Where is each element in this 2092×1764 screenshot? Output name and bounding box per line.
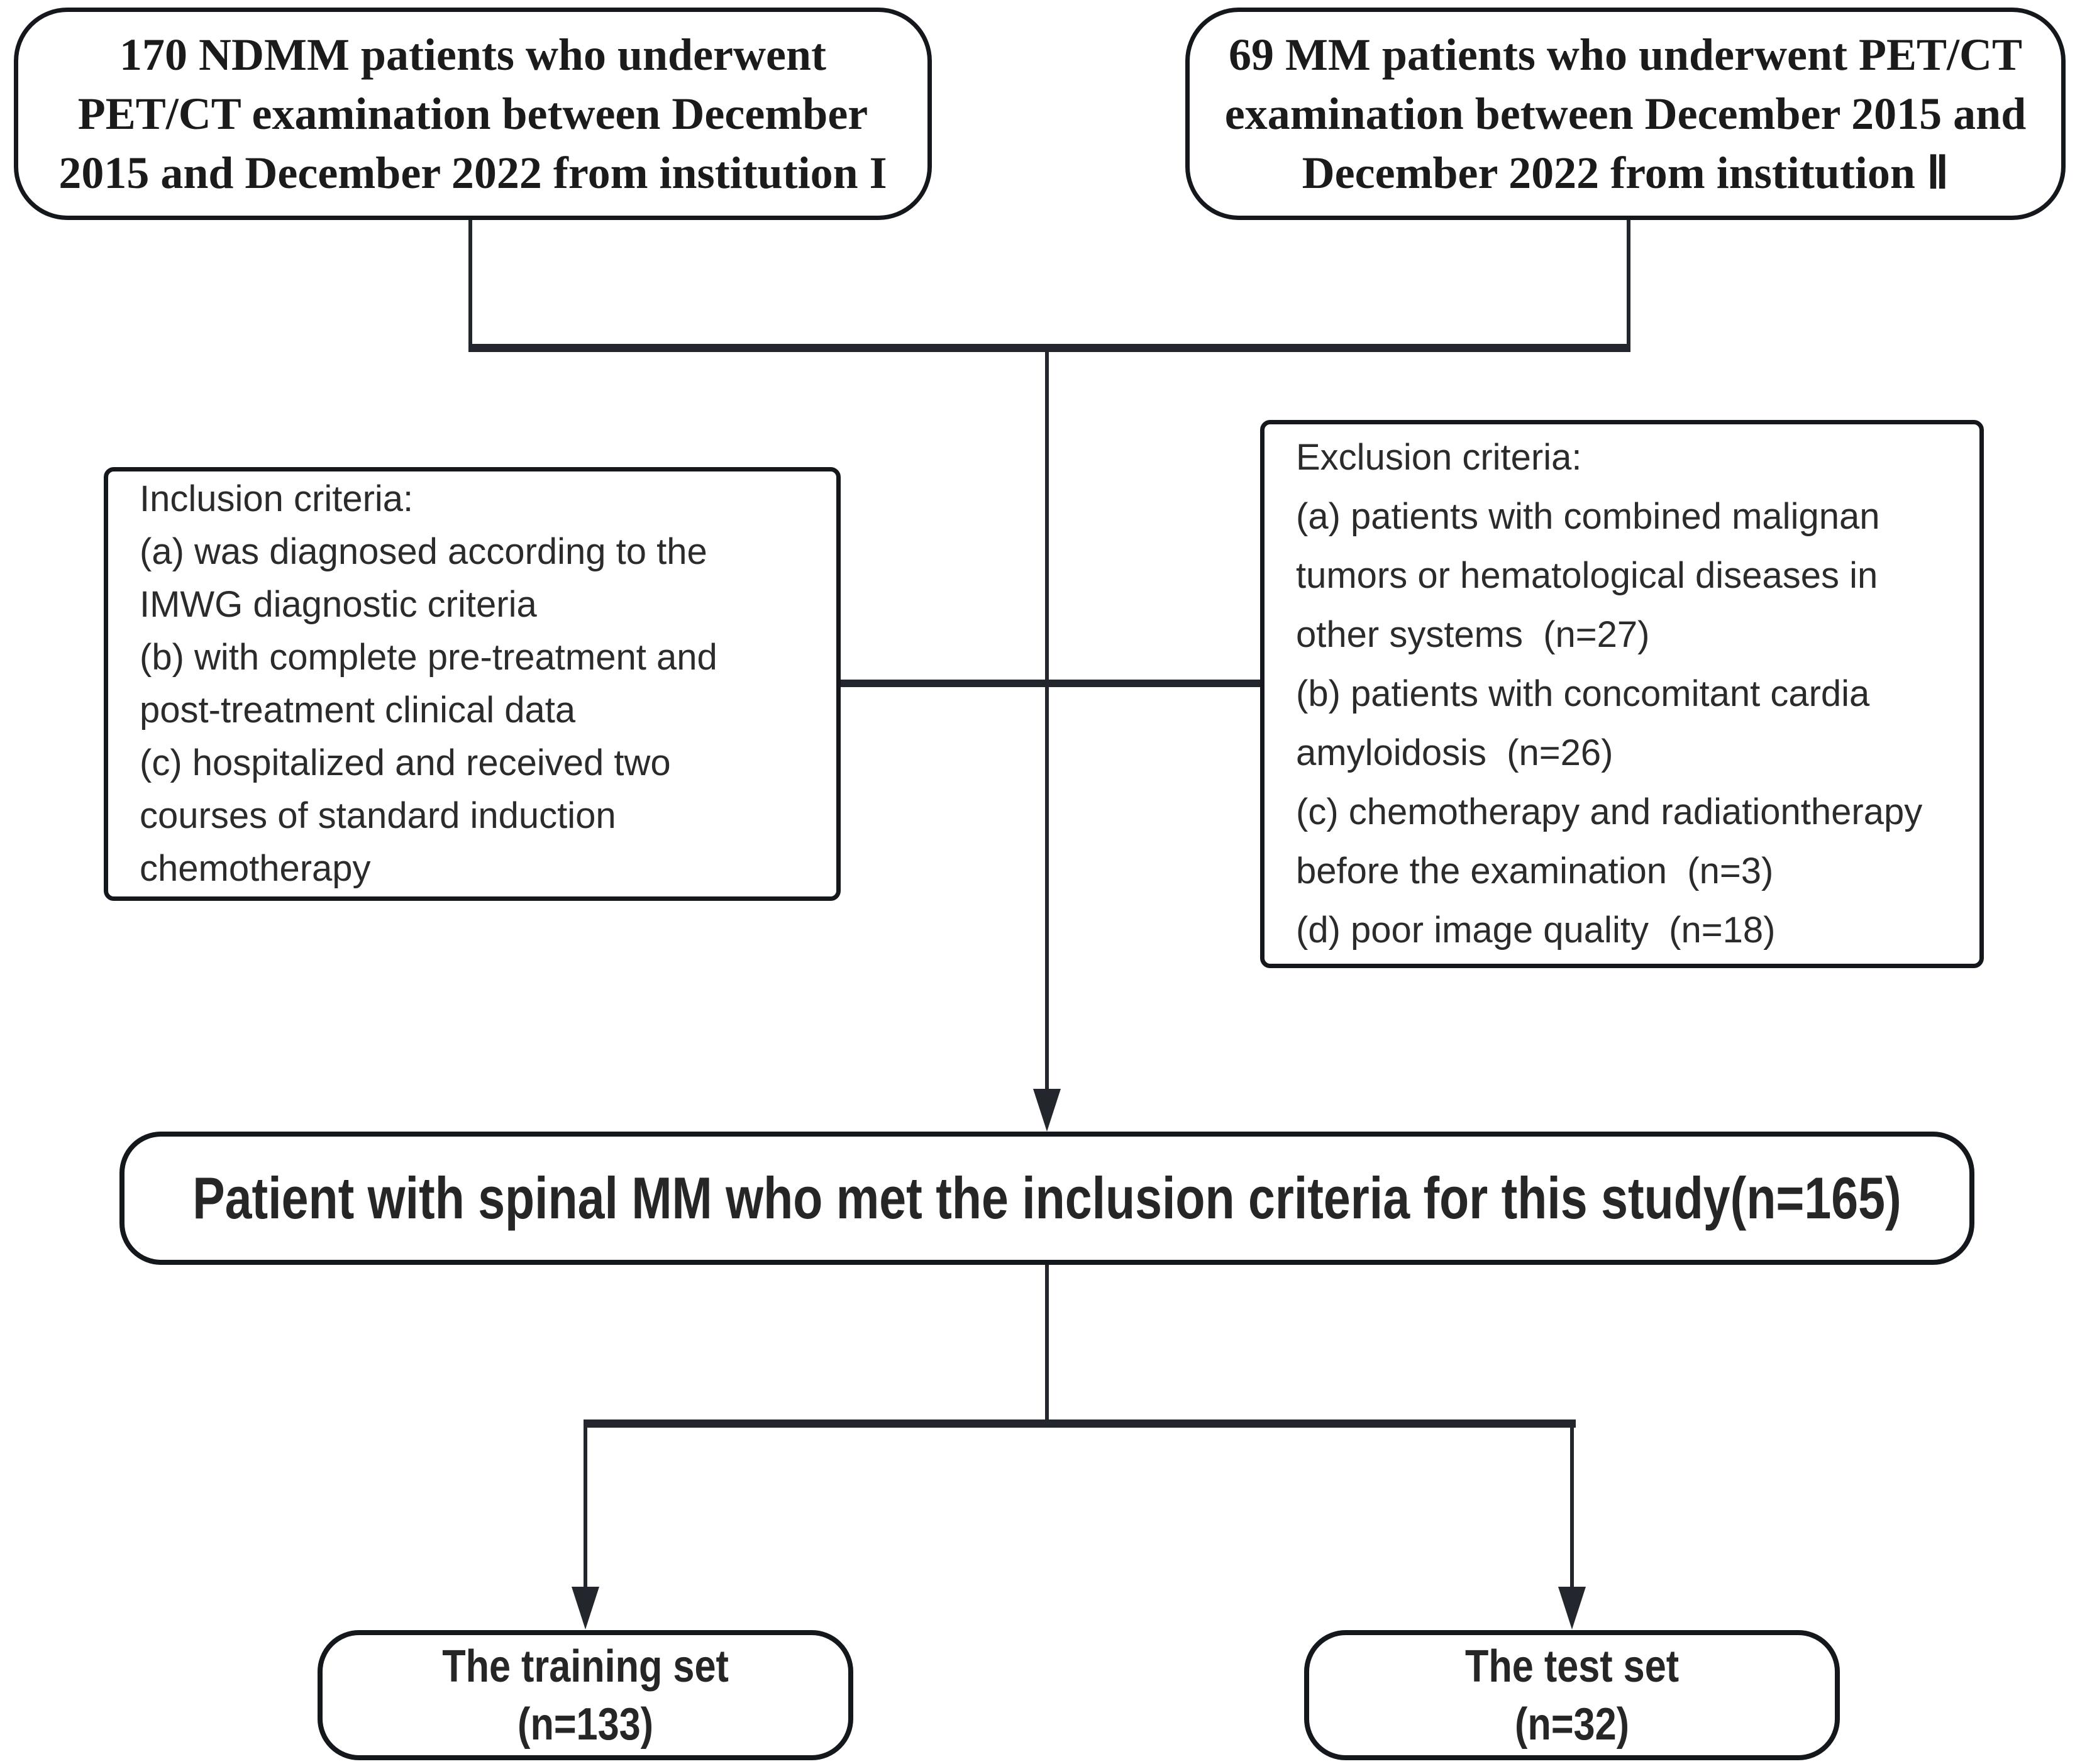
connector-criteria-horizontal [836,680,1264,687]
inclusion-line: courses of standard induction [140,795,616,836]
eligible-patients-box: Patient with spinal MM who met the inclu… [119,1132,1974,1265]
exclusion-criteria-box: Exclusion criteria: (a) patients with co… [1260,420,1984,968]
institution1-box: 170 NDMM patients who underwent PET/CT e… [14,8,932,220]
eligible-patients-text: Patient with spinal MM who met the inclu… [192,1165,1901,1231]
connector-institution1-stub [468,220,472,348]
connector-center-vertical-lower [1045,1265,1049,1427]
inclusion-line: post-treatment clinical data [140,690,576,730]
inclusion-criteria-box: Inclusion criteria: (a) was diagnosed ac… [104,467,841,901]
institution1-line: 170 NDMM patients who underwent [119,30,826,80]
exclusion-line: before the examination (n=3) [1296,851,1774,891]
institution2-line: examination between December 2015 and [1224,89,2027,139]
connector-split-horizontal [584,1419,1576,1428]
institution1-line: 2015 and December 2022 from institution … [58,148,887,198]
inclusion-line: (b) with complete pre-treatment and [140,637,717,678]
exclusion-line: tumors or hematological diseases in [1296,555,1878,596]
training-set-line: The training set [442,1641,729,1692]
exclusion-line: Exclusion criteria: [1296,437,1582,478]
arrow-down-icon [572,1587,599,1629]
inclusion-line: (c) hospitalized and received two [140,742,671,783]
exclusion-line: (b) patients with concomitant cardia [1296,673,1870,714]
connector-institution2-stub [1627,220,1630,348]
inclusion-line: chemotherapy [140,848,371,889]
inclusion-line: Inclusion criteria: [140,478,414,519]
test-set-line: The test set [1464,1641,1680,1692]
training-set-box: The training set (n=133) [318,1630,853,1760]
inclusion-line: IMWG diagnostic criteria [140,584,537,625]
test-set-line: (n=32) [1515,1699,1629,1750]
exclusion-line: other systems (n=27) [1296,614,1650,655]
arrow-down-icon [1558,1587,1586,1629]
connector-training-vertical [584,1419,587,1589]
exclusion-line: (a) patients with combined malignan [1296,496,1880,537]
exclusion-line: (c) chemotherapy and radiationtherapy [1296,791,1923,832]
exclusion-line: amyloidosis (n=26) [1296,732,1613,773]
institution2-line: 69 MM patients who underwent PET/CT [1228,30,2023,80]
test-set-box: The test set (n=32) [1304,1630,1840,1760]
connector-test-vertical [1570,1419,1574,1589]
inclusion-line: (a) was diagnosed according to the [140,531,707,572]
institution1-line: PET/CT examination between December [77,89,868,139]
training-set-line: (n=133) [517,1699,653,1750]
arrow-down-icon [1033,1089,1061,1132]
institution2-box: 69 MM patients who underwent PET/CT exam… [1185,8,2066,220]
exclusion-line: (d) poor image quality (n=18) [1296,910,1776,951]
connector-center-vertical-upper [1045,348,1049,1089]
connector-merge-horizontal [468,344,1630,352]
institution2-line: December 2022 from institution Ⅱ [1302,148,1949,198]
